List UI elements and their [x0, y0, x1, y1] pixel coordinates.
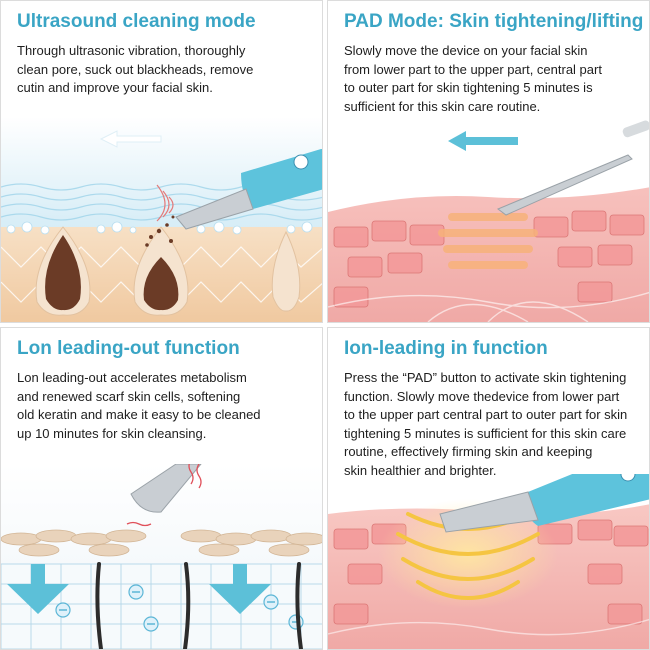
- ultrasound-illustration: [1, 117, 322, 322]
- panel-title: Lon leading-out function: [17, 338, 240, 359]
- panel-description: Through ultrasonic vibration, thoroughly…: [17, 42, 312, 98]
- desc-line: Through ultrasonic vibration, thoroughly: [17, 43, 246, 58]
- desc-line: sufficient for this skin care routine.: [344, 98, 541, 114]
- desc-line: Slowly move the device on your facial sk…: [344, 43, 588, 58]
- desc-line: clean pore, suck out blackheads, remove: [17, 61, 254, 77]
- panel-title: Ion-leading in function: [344, 338, 548, 359]
- desc-line: to the upper part central part to outer …: [344, 407, 628, 423]
- cleaning-device-icon: [439, 474, 649, 533]
- down-arrow-icon: [7, 564, 69, 614]
- panel-description: Lon leading-out accelerates metabolism a…: [17, 369, 312, 443]
- desc-line: old keratin and make it easy to be clean…: [17, 407, 261, 423]
- desc-line: routine, effectively firming skin and ke…: [344, 444, 593, 460]
- desc-line: tightening 5 minutes is sufficient for t…: [344, 425, 627, 441]
- left-arrow-icon: [99, 130, 162, 148]
- panel-ion-leading-out: Lon leading-out function Lon leading-out…: [0, 327, 323, 650]
- desc-line: to outer part for skin tightening 5 minu…: [344, 80, 593, 96]
- panel-title: PAD Mode: Skin tightening/lifting: [344, 11, 644, 32]
- ion-in-illustration: [328, 474, 649, 649]
- cleaning-device-icon: [130, 464, 202, 513]
- panel-ultrasound-cleaning: Ultrasound cleaning mode Through ultraso…: [0, 0, 323, 323]
- desc-line: and renewed scarf skin cells, softening: [17, 388, 241, 404]
- desc-line: skin healthier and brighter.: [344, 462, 497, 478]
- desc-line: cutin and improve your facial skin.: [17, 80, 213, 96]
- cleaning-device-icon: [175, 149, 322, 230]
- panel-description: Slowly move the device on your facial sk…: [344, 42, 639, 116]
- ion-out-illustration: [1, 464, 322, 649]
- panel-ion-leading-in: Ion-leading in function Press the “PAD” …: [327, 327, 650, 650]
- desc-line: function. Slowly move thedevice from low…: [344, 388, 620, 404]
- desc-line: Press the “PAD” button to activate skin …: [344, 370, 627, 385]
- down-arrow-icon: [209, 564, 271, 614]
- desc-line: Lon leading-out accelerates metabolism: [17, 370, 247, 385]
- left-arrow-icon: [448, 131, 518, 151]
- desc-line: from lower part to the upper part, centr…: [344, 61, 602, 77]
- cleaning-device-icon: [496, 120, 649, 216]
- panel-pad-mode: PAD Mode: Skin tightening/lifting Slowly…: [327, 0, 650, 323]
- panel-description: Press the “PAD” button to activate skin …: [344, 369, 639, 481]
- panel-title: Ultrasound cleaning mode: [17, 11, 256, 32]
- desc-line: up 10 minutes for skin cleansing.: [17, 425, 207, 441]
- pad-mode-illustration: [328, 117, 649, 322]
